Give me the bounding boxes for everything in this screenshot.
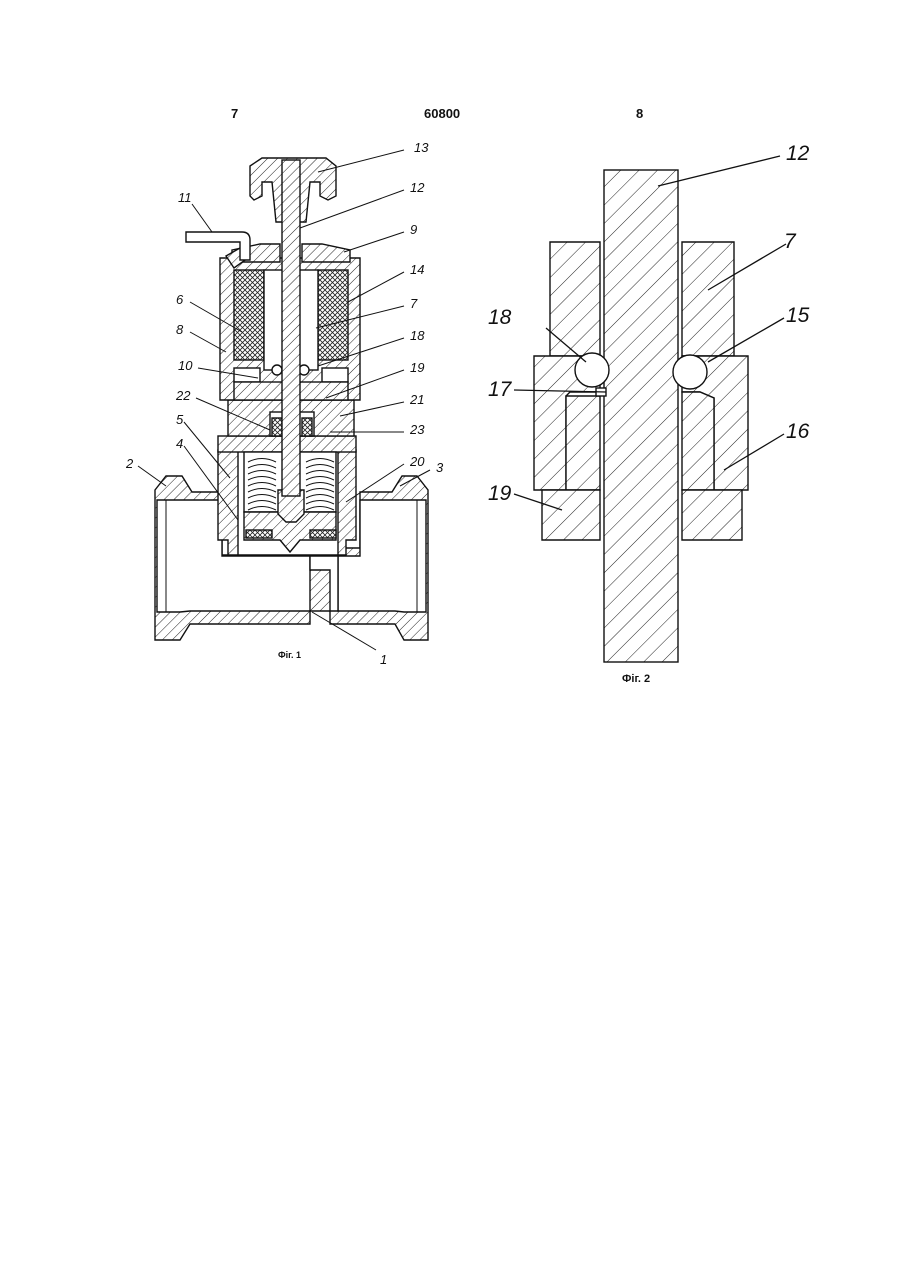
label-23: 23 xyxy=(409,422,425,437)
label-22: 22 xyxy=(175,388,191,403)
label-7: 7 xyxy=(410,296,418,311)
label-3: 3 xyxy=(436,460,444,475)
label-4: 4 xyxy=(176,436,183,451)
label-10: 10 xyxy=(178,358,193,373)
label-9: 9 xyxy=(410,222,417,237)
label-5: 5 xyxy=(176,412,184,427)
label-17-fig2: 17 xyxy=(488,378,513,401)
figure-1-caption: Фіг. 1 xyxy=(278,650,301,660)
label-18: 18 xyxy=(410,328,425,343)
label-2: 2 xyxy=(125,456,134,471)
label-19: 19 xyxy=(410,360,424,375)
label-21: 21 xyxy=(409,392,424,407)
label-13: 13 xyxy=(414,140,429,155)
label-1: 1 xyxy=(380,652,387,667)
label-7-fig2: 7 xyxy=(784,230,797,253)
label-14: 14 xyxy=(410,262,424,277)
figure-1-valve: 13 12 11 9 14 6 7 8 18 10 19 22 21 5 23 … xyxy=(125,140,444,667)
label-12-fig2: 12 xyxy=(786,142,810,165)
figure-2-caption: Фіг. 2 xyxy=(622,673,650,685)
label-20: 20 xyxy=(409,454,425,469)
label-6: 6 xyxy=(176,292,184,307)
figure-2-detail: 12 7 18 15 17 16 19 Фіг. 2 xyxy=(488,142,810,685)
label-12: 12 xyxy=(410,180,425,195)
label-16-fig2: 16 xyxy=(786,420,810,443)
wire-lead xyxy=(186,232,250,260)
label-19-fig2: 19 xyxy=(488,482,512,505)
label-11: 11 xyxy=(178,190,192,205)
label-15-fig2: 15 xyxy=(786,304,810,327)
label-18-fig2: 18 xyxy=(488,306,512,329)
label-8: 8 xyxy=(176,322,184,337)
stem xyxy=(282,160,300,496)
